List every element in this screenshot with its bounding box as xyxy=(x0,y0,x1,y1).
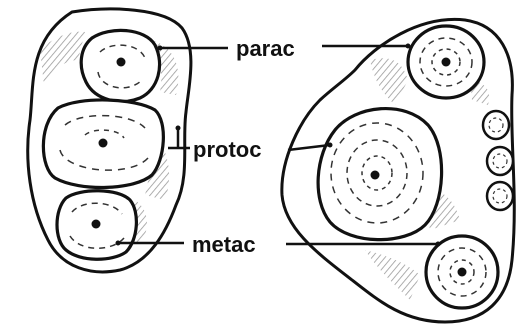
label-parac: parac xyxy=(236,36,295,61)
right-metacone xyxy=(426,236,498,308)
right-specimen xyxy=(282,19,514,322)
left-metacone xyxy=(57,191,136,260)
right-protocone xyxy=(318,109,441,240)
right-small-cuspules xyxy=(483,111,513,210)
right-paracone xyxy=(408,26,484,98)
label-protoc: protoc xyxy=(193,137,261,162)
left-paracone xyxy=(81,30,159,101)
label-metac: metac xyxy=(192,232,256,257)
left-protocone xyxy=(43,100,163,188)
